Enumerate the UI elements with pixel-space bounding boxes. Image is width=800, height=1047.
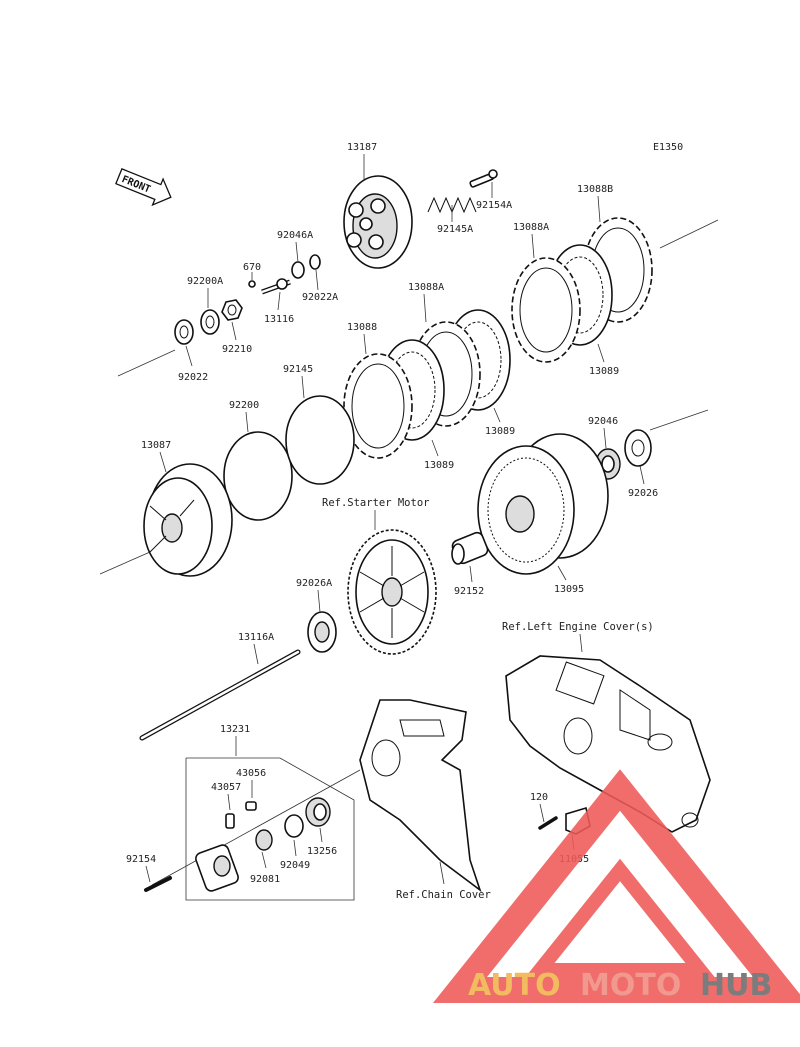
washer-92026A: [307, 611, 337, 653]
part-label-92154A: 92154A: [476, 200, 512, 211]
part-label-92049: 92049: [280, 860, 310, 871]
part-label-43057: 43057: [211, 782, 241, 793]
friction-plate-13088A-top: [511, 257, 581, 363]
part-label-43056: 43056: [236, 768, 266, 779]
washer-92022A: [309, 254, 321, 270]
part-label-92046: 92046: [588, 416, 618, 427]
pressure-plate-13087: [143, 463, 233, 577]
part-label-92022A: 92022A: [302, 292, 338, 303]
part-label-92022: 92022: [178, 372, 208, 383]
part-label-13187: 13187: [347, 142, 377, 153]
sleeve-92152: [451, 531, 489, 565]
washer-92022: [174, 319, 194, 345]
starter-gear: [347, 529, 437, 655]
automotohub-watermark: AUTO MOTO HUB: [432, 769, 800, 1003]
part-label-92154: 92154: [126, 854, 156, 865]
part-label-92046A: 92046A: [277, 230, 313, 241]
ref-chain-cover: Ref.Chain Cover: [396, 889, 491, 901]
bleeder-43057: [225, 813, 235, 829]
part-label-13089-c: 13089: [424, 460, 454, 471]
spring-92081: [255, 829, 273, 851]
push-rod-13116A: [139, 649, 301, 741]
part-label-92081: 92081: [250, 874, 280, 885]
watermark-auto: AUTO: [468, 968, 561, 1003]
washer-92046A: [291, 261, 305, 279]
part-label-13088A-mid: 13088A: [408, 282, 444, 293]
watermark-moto: MOTO: [580, 968, 681, 1003]
clutch-housing-13095: [477, 433, 609, 575]
part-label-92152: 92152: [454, 586, 484, 597]
part-label-13088A-top: 13088A: [513, 222, 549, 233]
bolt-92154: [144, 876, 172, 892]
part-label-13256: 13256: [307, 846, 337, 857]
part-label-13231: 13231: [220, 724, 250, 735]
part-label-92145: 92145: [283, 364, 313, 375]
watermark-hub: HUB: [700, 968, 772, 1003]
part-label-120: 120: [530, 792, 548, 803]
part-label-92210: 92210: [222, 344, 252, 355]
friction-plate-13088: [343, 353, 413, 459]
assembly-axis-lines: [99, 219, 719, 886]
part-label-92145A: 92145A: [437, 224, 473, 235]
part-label-13088B: 13088B: [577, 184, 613, 195]
part-label-13116: 13116: [264, 314, 294, 325]
part-label-13095: 13095: [554, 584, 584, 595]
ring-92200: [223, 431, 293, 521]
part-label-13088: 13088: [347, 322, 377, 333]
nut-92210: [221, 299, 243, 321]
bolt-92154A: [469, 169, 498, 188]
left-engine-cover: [505, 655, 711, 833]
push-rod-13116: [261, 278, 291, 295]
seal-92049: [284, 814, 304, 838]
part-label-92200: 92200: [229, 400, 259, 411]
cap-43056: [245, 801, 257, 811]
ref-starter-motor: Ref.Starter Motor: [322, 497, 429, 509]
part-label-92026: 92026: [628, 488, 658, 499]
washer-92026: [624, 429, 652, 467]
ball-670: [248, 280, 256, 288]
diagram-code: E1350: [653, 142, 683, 153]
ring-92145: [285, 395, 355, 485]
front-arrow-icon: FRONT: [115, 167, 172, 207]
watermark-triangle-icon: [432, 769, 800, 1003]
part-label-13087: 13087: [141, 440, 171, 451]
piston-13256: [305, 797, 331, 827]
assembly-13231-box: [185, 757, 355, 901]
bolt-120: [538, 816, 558, 830]
part-label-13089-b: 13089: [485, 426, 515, 437]
clutch-hub-13187: [343, 175, 413, 269]
ref-left-engine-cover: Ref.Left Engine Cover(s): [502, 621, 654, 633]
part-label-13116A: 13116A: [238, 632, 274, 643]
part-label-670: 670: [243, 262, 261, 273]
part-label-92026A: 92026A: [296, 578, 332, 589]
washer-92200A: [200, 309, 220, 335]
part-label-13089-a: 13089: [589, 366, 619, 377]
chain-cover: [359, 699, 482, 893]
slave-cylinder: [195, 844, 239, 892]
part-label-92200A: 92200A: [187, 276, 223, 287]
